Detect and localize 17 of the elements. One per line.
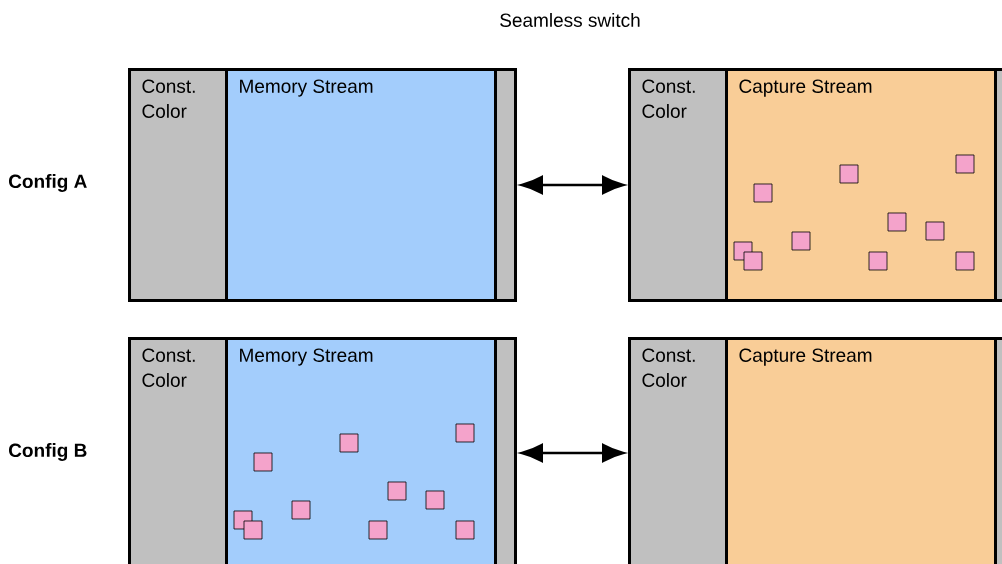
row-label: Config A: [9, 174, 87, 192]
side-bar: [494, 337, 517, 564]
color-panel: Const. Color: [628, 68, 728, 302]
side-bar: [994, 337, 1002, 564]
row-label: Config B: [9, 443, 87, 461]
color-panel: Const. Color: [628, 337, 728, 564]
color-panel: Const. Color: [128, 68, 228, 302]
double-arrow: [520, 175, 625, 195]
title: Seamless switch: [500, 13, 640, 27]
stream-panel: Capture Stream: [725, 68, 997, 302]
double-arrow: [520, 443, 625, 463]
stream-panel: Capture Stream: [725, 337, 997, 564]
side-bar: [494, 68, 517, 302]
stream-panel: Memory Stream: [225, 337, 497, 564]
side-bar: [994, 68, 1002, 302]
stream-panel: Memory Stream: [225, 68, 497, 302]
color-panel: Const. Color: [128, 337, 228, 564]
